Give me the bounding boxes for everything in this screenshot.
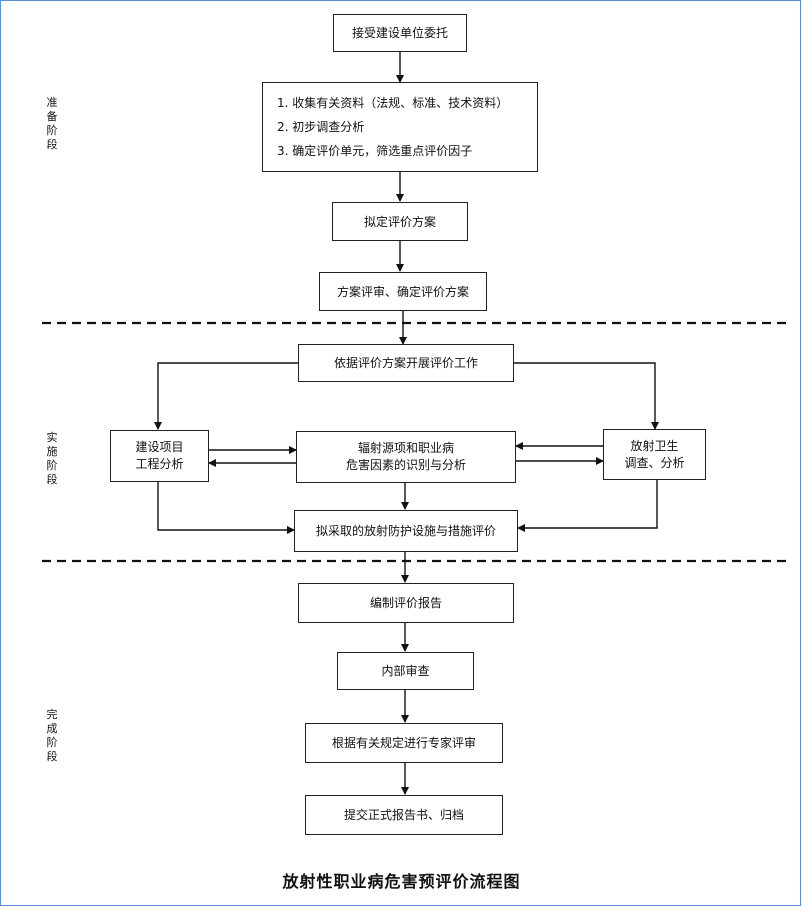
node-submit-archive: 提交正式报告书、归档: [305, 795, 503, 835]
node-protection-measures: 拟采取的放射防护设施与措施评价: [294, 510, 518, 552]
node-collect-materials: 1. 收集有关资料（法规、标准、技术资料） 2. 初步调查分析 3. 确定评价单…: [262, 82, 538, 172]
node-internal-review: 内部审查: [337, 652, 474, 690]
node-compile-report: 编制评价报告: [298, 583, 514, 623]
node-project-analysis: 建设项目 工程分析: [110, 430, 209, 482]
node-health-survey: 放射卫生 调查、分析: [603, 429, 706, 480]
stage-label-prepare: 准 备 阶 段: [46, 96, 58, 151]
diagram-title: 放射性职业病危害预评价流程图: [282, 872, 521, 891]
node-review-plan: 方案评审、确定评价方案: [319, 272, 487, 311]
arrow-survey-measures: [517, 480, 658, 532]
stage-label-implement: 实 施 阶 段: [46, 431, 58, 486]
node-hazard-identification: 辐射源项和职业病 危害因素的识别与分析: [296, 431, 516, 483]
node-carry-out-evaluation: 依据评价方案开展评价工作: [298, 344, 514, 382]
node-accept-commission: 接受建设单位委托: [333, 14, 467, 52]
node-draft-plan: 拟定评价方案: [332, 202, 468, 241]
stage-label-complete: 完 成 阶 段: [46, 708, 58, 763]
arrow-carry-survey: [514, 362, 659, 430]
arrow-carry-project: [154, 362, 298, 430]
node-expert-review: 根据有关规定进行专家评审: [305, 723, 503, 763]
arrow-project-measures: [157, 482, 295, 534]
